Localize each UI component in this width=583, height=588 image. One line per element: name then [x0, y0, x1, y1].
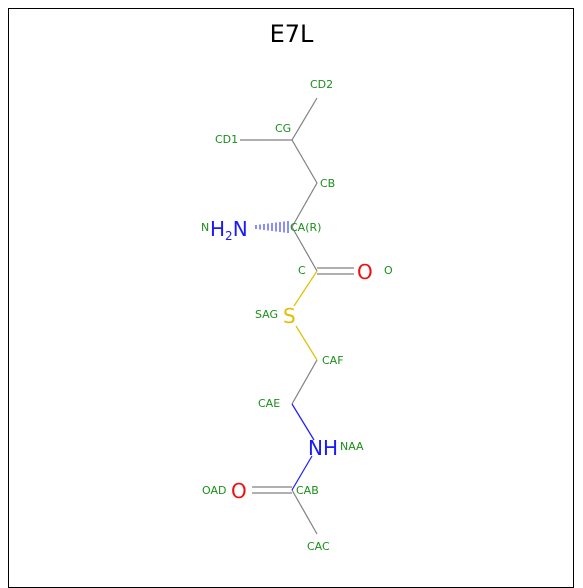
carbonyl-oxygen: O [357, 260, 373, 284]
atom-label-caf: CAF [322, 354, 344, 367]
diagram-title: E7L [269, 20, 314, 48]
bond-cb-ca [291, 182, 318, 228]
atom-label-cac: CAC [307, 540, 330, 553]
bond-s-caf [295, 325, 318, 361]
bond-cg-cb [291, 139, 318, 184]
atom-label-c: C [298, 264, 306, 277]
atom-label-naa: NAA [340, 440, 364, 453]
atom-label-cae: CAE [258, 397, 280, 410]
atom-label-cab: CAB [296, 484, 319, 497]
atom-label-cd2: CD2 [310, 78, 333, 91]
amide-nh: NH [308, 436, 338, 460]
bond-caf-cae [291, 359, 318, 405]
atom-label-n: N [201, 221, 209, 234]
atom-label-cd1: CD1 [215, 133, 238, 146]
bond-ca-c [291, 226, 318, 272]
diagram-frame [8, 8, 574, 588]
atom-label-o: O [384, 264, 393, 277]
amide-oxygen: O [231, 479, 247, 503]
bond-cae-n [291, 403, 315, 441]
atom-label-cg: CG [275, 122, 291, 135]
bond-n-cab [291, 455, 313, 491]
bond-cab-cac [291, 489, 318, 535]
atom-label-cb: CB [320, 177, 335, 190]
amine-n-label: H2N [210, 217, 248, 243]
hashed-wedge-bond [255, 221, 289, 233]
atom-label-oad: OAD [202, 484, 226, 497]
bond-cg-cd2 [291, 97, 318, 141]
atom-label-ca: CA(R) [290, 221, 321, 234]
sulfur-atom: S [283, 304, 296, 328]
atom-label-sag: SAG [255, 308, 278, 321]
bond-c-s [293, 270, 318, 307]
